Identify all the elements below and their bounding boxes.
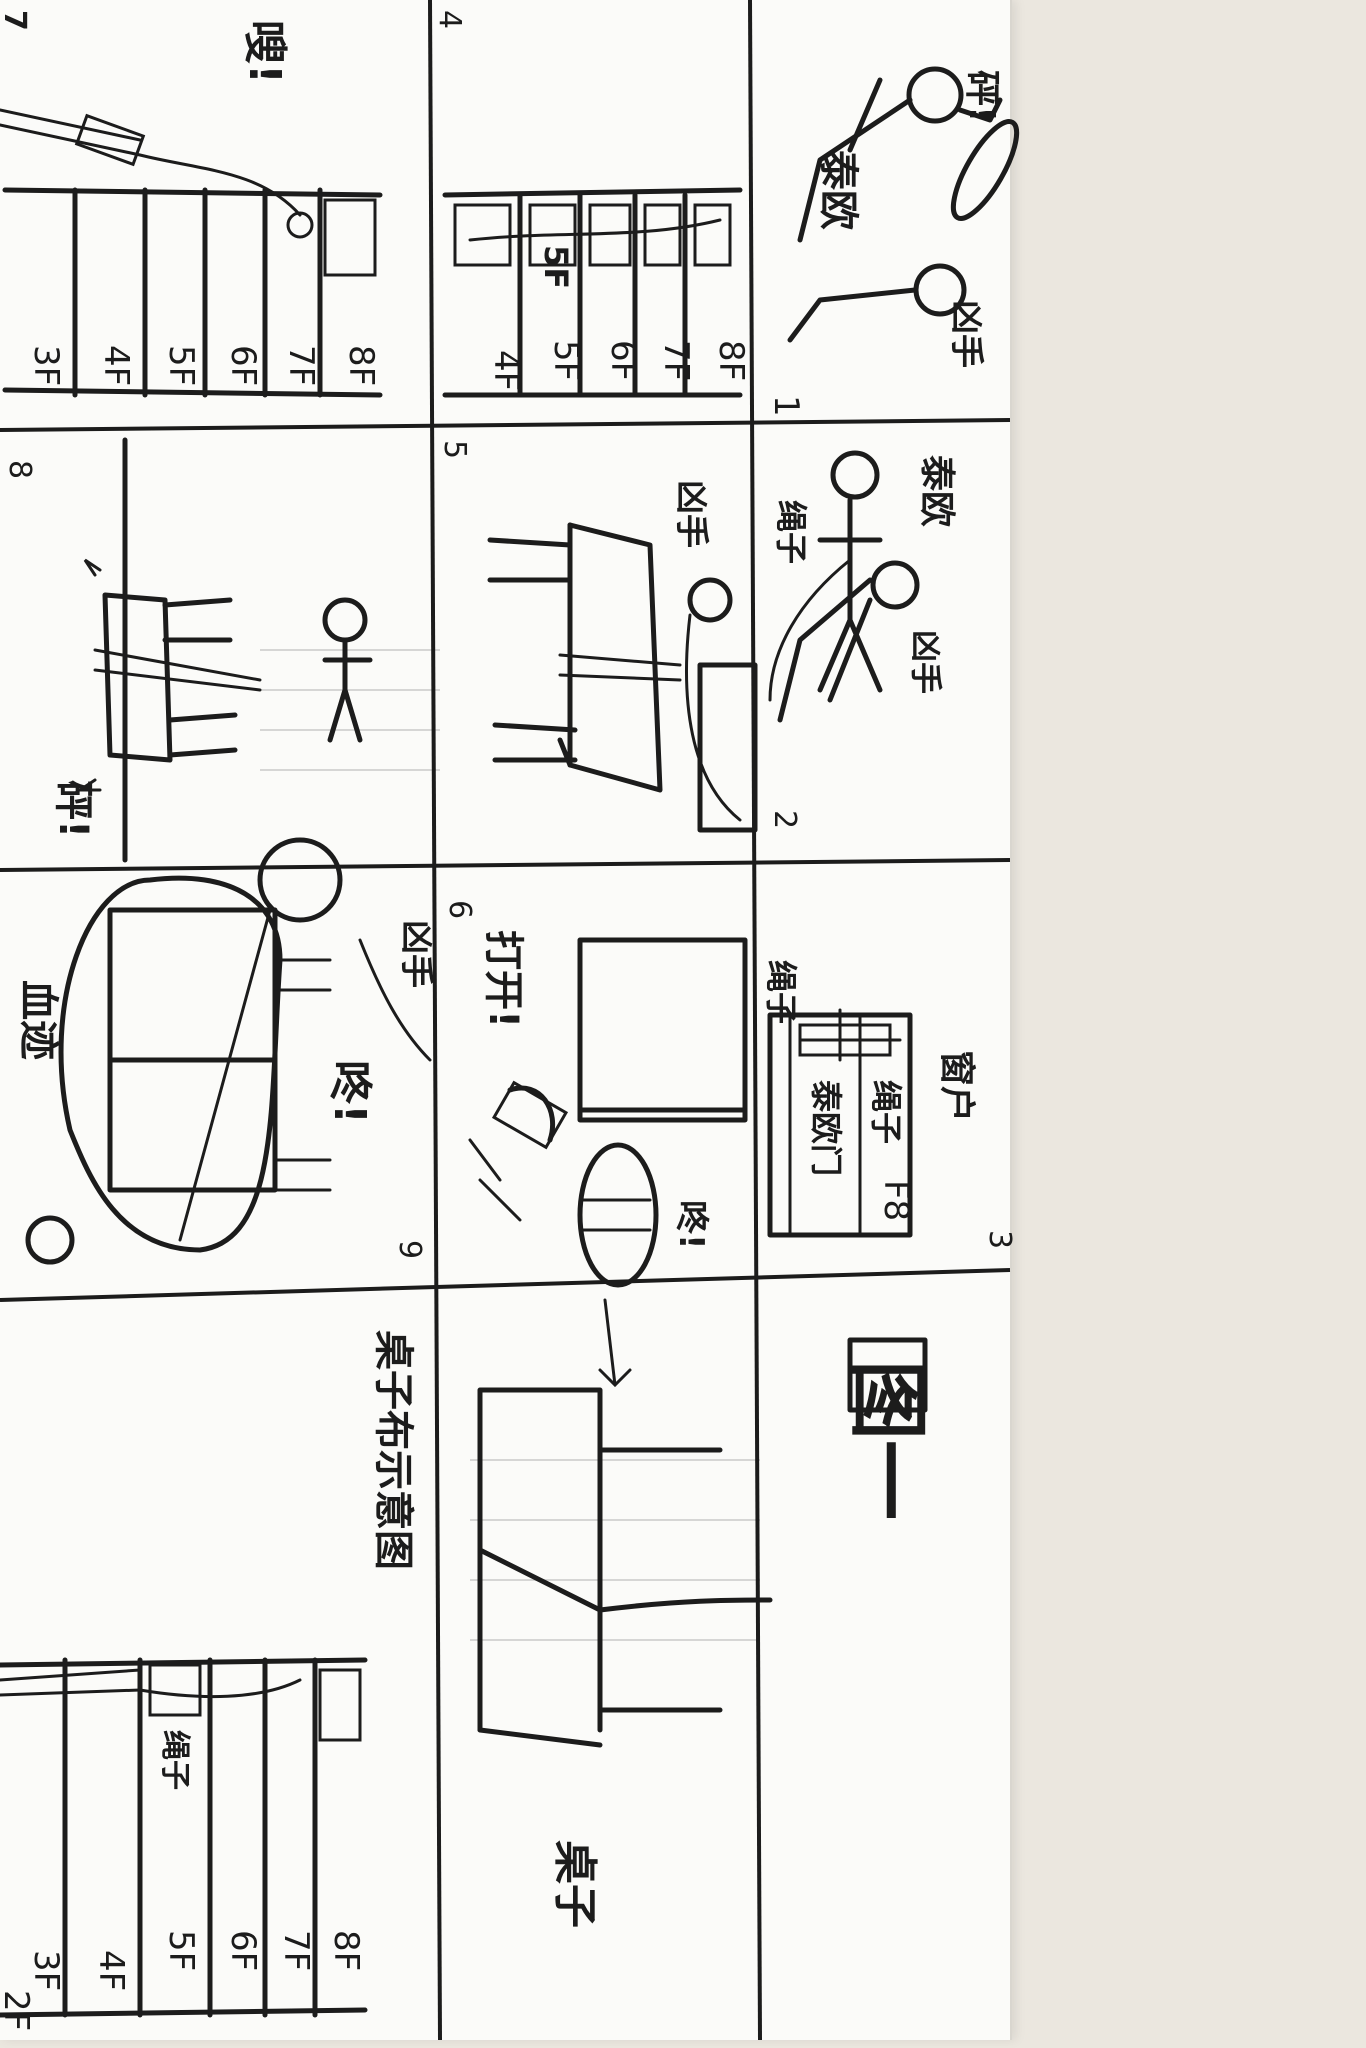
panel-7-floor-3f: 3F: [26, 345, 66, 386]
panel-4-floor-5f: 5F: [546, 340, 586, 381]
panel-3-label-rope-right: 绳子: [867, 1080, 905, 1144]
panel-6: 6 打开! 咚!: [442, 900, 748, 1288]
panel-3-label-rope-left: 绳子: [762, 960, 800, 1024]
panel-3: 3 窗户 绳子 泰欧门 F8 绳子: [762, 960, 1017, 1249]
panel-2-label-killer: 凶手: [907, 630, 945, 694]
panel-9-label-killer: 凶手: [396, 920, 436, 988]
panel-7-floor-6f: 6F: [223, 345, 263, 386]
panel-grid: [0, 0, 1011, 2041]
building-floor-7f: 7F: [276, 1930, 316, 1971]
table-diagram: 桌子 桌子布示意图: [370, 1298, 773, 1928]
panel-1: 1 泰欧 凶手 砰!: [766, 66, 1020, 417]
panel-9-sfx-thud: 咚!: [324, 1060, 375, 1124]
panel-6-sfx-thud: 咚!: [671, 1200, 711, 1250]
panel-7: 7 8F 7F 6F 5F 4F 3F 嗖!: [0, 10, 383, 398]
panel-1-sfx-bang: 砰!: [961, 70, 1002, 122]
panel-2-label-taiou: 泰欧: [916, 455, 957, 527]
panel-7-floor-5f: 5F: [161, 345, 201, 386]
panel-6-number: 6: [442, 900, 477, 919]
figure-title: 图一: [841, 1360, 934, 1520]
panel-5: 5 凶手: [437, 440, 758, 833]
building-diagram: 8F 7F 6F 5F 4F 3F 2F 绳子: [0, 1657, 368, 2031]
paper-guides: [260, 649, 760, 1641]
building-floor-2f: 2F: [0, 1990, 36, 2031]
panel-3-label-taiou-door: 泰欧门: [807, 1080, 845, 1176]
panel-7-number: 7: [0, 10, 32, 31]
building-floor-6f: 6F: [223, 1930, 263, 1971]
building-floor-3f: 3F: [26, 1950, 66, 1991]
panel-9-number: 9: [392, 1240, 427, 1259]
panel-1-label-killer: 凶手: [946, 300, 986, 368]
sketch-page: 1 泰欧 凶手 砰! 2 泰欧 凶手 绳子 3 窗户 绳子 泰欧门 F8 绳子: [0, 0, 1020, 2041]
table-diagram-caption: 桌子布示意图: [370, 1330, 416, 1570]
panel-8-number: 8: [2, 460, 37, 479]
panel-4-floor-8f: 8F: [711, 340, 751, 381]
panel-4-floor-4f: 4F: [486, 350, 526, 391]
title-area: 图一: [841, 1337, 934, 1520]
panel-3-number: 3: [982, 1230, 1017, 1249]
panel-7-floor-7f: 7F: [281, 345, 321, 386]
panel-4-floor-6f: 6F: [603, 340, 643, 381]
panel-3-label-window: 窗户: [936, 1050, 977, 1122]
storyboard-sketch: 1 泰欧 凶手 砰! 2 泰欧 凶手 绳子 3 窗户 绳子 泰欧门 F8 绳子: [0, 0, 1020, 2041]
panel-7-sfx-swoosh: 嗖!: [239, 20, 290, 84]
panel-3-floor-f8: F8: [876, 1180, 916, 1221]
panel-9-label-blood: 血迹: [15, 980, 61, 1060]
building-floor-4f: 4F: [91, 1950, 131, 1991]
panel-4-floor-7f: 7F: [656, 340, 696, 381]
panel-4-label-5f-marker: 5F: [537, 245, 575, 289]
building-label-rope: 绳子: [157, 1730, 192, 1790]
panel-6-sfx-open: 打开!: [480, 930, 526, 1028]
table-label: 桌子: [549, 1840, 600, 1928]
panel-7-floor-8f: 8F: [341, 345, 381, 386]
panel-5-number: 5: [437, 440, 472, 459]
panel-5-label-killer: 凶手: [671, 480, 711, 548]
panel-1-number: 1: [766, 395, 806, 417]
panel-4-number: 4: [432, 10, 467, 29]
panel-2: 2 泰欧 凶手 绳子: [767, 450, 957, 829]
building-floor-5f: 5F: [161, 1930, 201, 1971]
panel-7-floor-4f: 4F: [96, 345, 136, 386]
panel-9: 9 凶手 咚! 血迹: [15, 837, 436, 1265]
building-floor-8f: 8F: [326, 1930, 366, 1971]
panel-8-sfx-bang: 砰!: [50, 780, 96, 838]
panel-2-label-rope: 绳子: [772, 500, 810, 564]
panel-2-number: 2: [767, 810, 802, 829]
panel-1-label-taiou: 泰欧: [815, 150, 861, 230]
panel-4: 4 8F 7F 6F 5F 4F 5F: [432, 10, 751, 398]
panel-8: 8 砰!: [2, 437, 373, 863]
